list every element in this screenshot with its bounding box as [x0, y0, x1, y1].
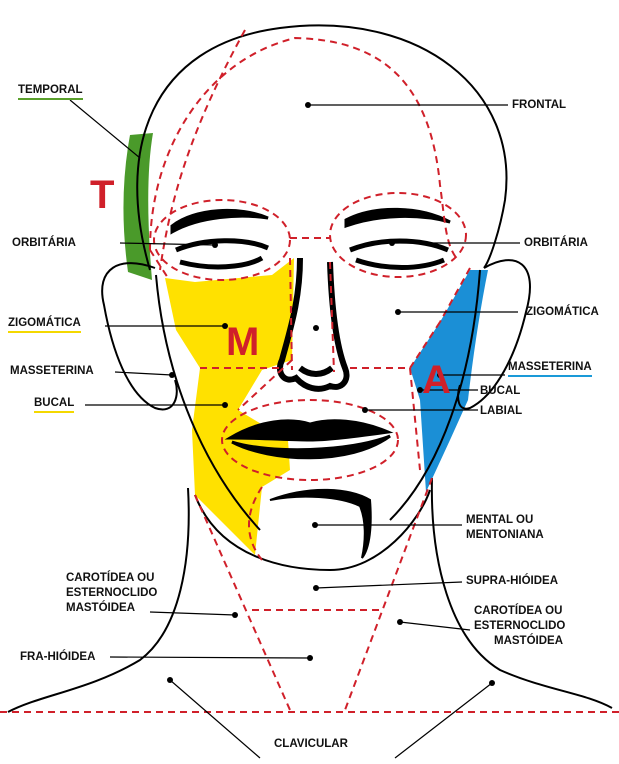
label-orbitaria-right: ORBITÁRIA	[524, 236, 588, 250]
left-eyebrow	[172, 210, 268, 232]
label-carotidea-right-line1: CAROTÍDEA OU	[474, 604, 562, 618]
label-carotidea-right-line2: ESTERNOCLIDO	[474, 619, 565, 633]
label-carotidea-right-line3: MASTÓIDEA	[494, 634, 563, 648]
label-bucal-right: BUCAL	[480, 384, 520, 398]
right-eyebrow	[346, 209, 450, 226]
label-infra-hioidea: FRA-HIÓIDEA	[20, 650, 95, 664]
right-eye	[350, 241, 448, 268]
label-masseterina-right: MASSETERINA	[508, 360, 592, 377]
label-mental-line1: MENTAL OU	[466, 513, 533, 527]
letter-m: M	[226, 322, 259, 362]
chin-crease	[270, 490, 371, 558]
letter-t: T	[90, 175, 114, 215]
label-carotidea-left-line1: CAROTÍDEA OU	[66, 571, 154, 585]
label-supra-hioidea: SUPRA-HIÓIDEA	[466, 574, 558, 588]
label-temporal: TEMPORAL	[18, 83, 83, 100]
label-zigomatica-left: ZIGOMÁTICA	[8, 316, 81, 333]
label-zigomatica-right: ZIGOMÁTICA	[526, 305, 599, 319]
masseter-region-left	[165, 258, 294, 555]
label-carotidea-left-line3: MASTÓIDEA	[66, 601, 135, 615]
label-orbitaria-left: ORBITÁRIA	[12, 236, 76, 250]
label-frontal: FRONTAL	[512, 98, 566, 112]
letter-a: A	[422, 360, 451, 400]
label-masseterina-left: MASSETERINA	[10, 364, 94, 378]
label-clavicular: CLAVICULAR	[274, 737, 348, 751]
label-labial: LABIAL	[480, 404, 522, 418]
label-bucal-left: BUCAL	[34, 396, 74, 413]
label-carotidea-left-line2: ESTERNOCLIDO	[66, 586, 157, 600]
label-mental-line2: MENTONIANA	[466, 528, 544, 542]
